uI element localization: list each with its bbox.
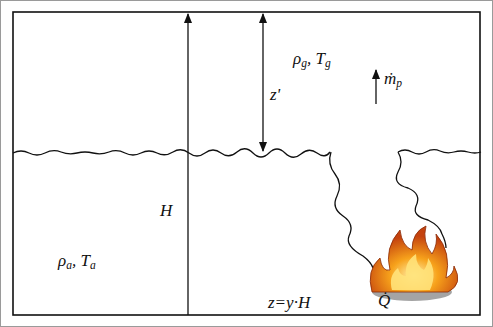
fire-height-formula: z=y·H <box>268 294 310 313</box>
fire-flame <box>370 226 458 301</box>
heat-release-symbol: Q̇ <box>378 292 390 311</box>
upper-layer-properties: ρg, Tg <box>293 50 331 71</box>
smoke-layer-interface <box>13 149 330 158</box>
plume-mass-flow: ṁp <box>384 70 402 91</box>
lower-layer-properties: ρa, Ta <box>58 252 96 273</box>
compartment-wall <box>13 12 480 315</box>
height-arrow <box>187 14 188 315</box>
plume-boundary <box>330 152 373 268</box>
mass-flow-arrow <box>375 70 376 104</box>
layer-depth-arrow <box>262 14 263 151</box>
smoke-layer-interface <box>398 150 481 154</box>
height-symbol: H <box>160 202 172 221</box>
layer-depth-symbol: z' <box>270 86 280 105</box>
